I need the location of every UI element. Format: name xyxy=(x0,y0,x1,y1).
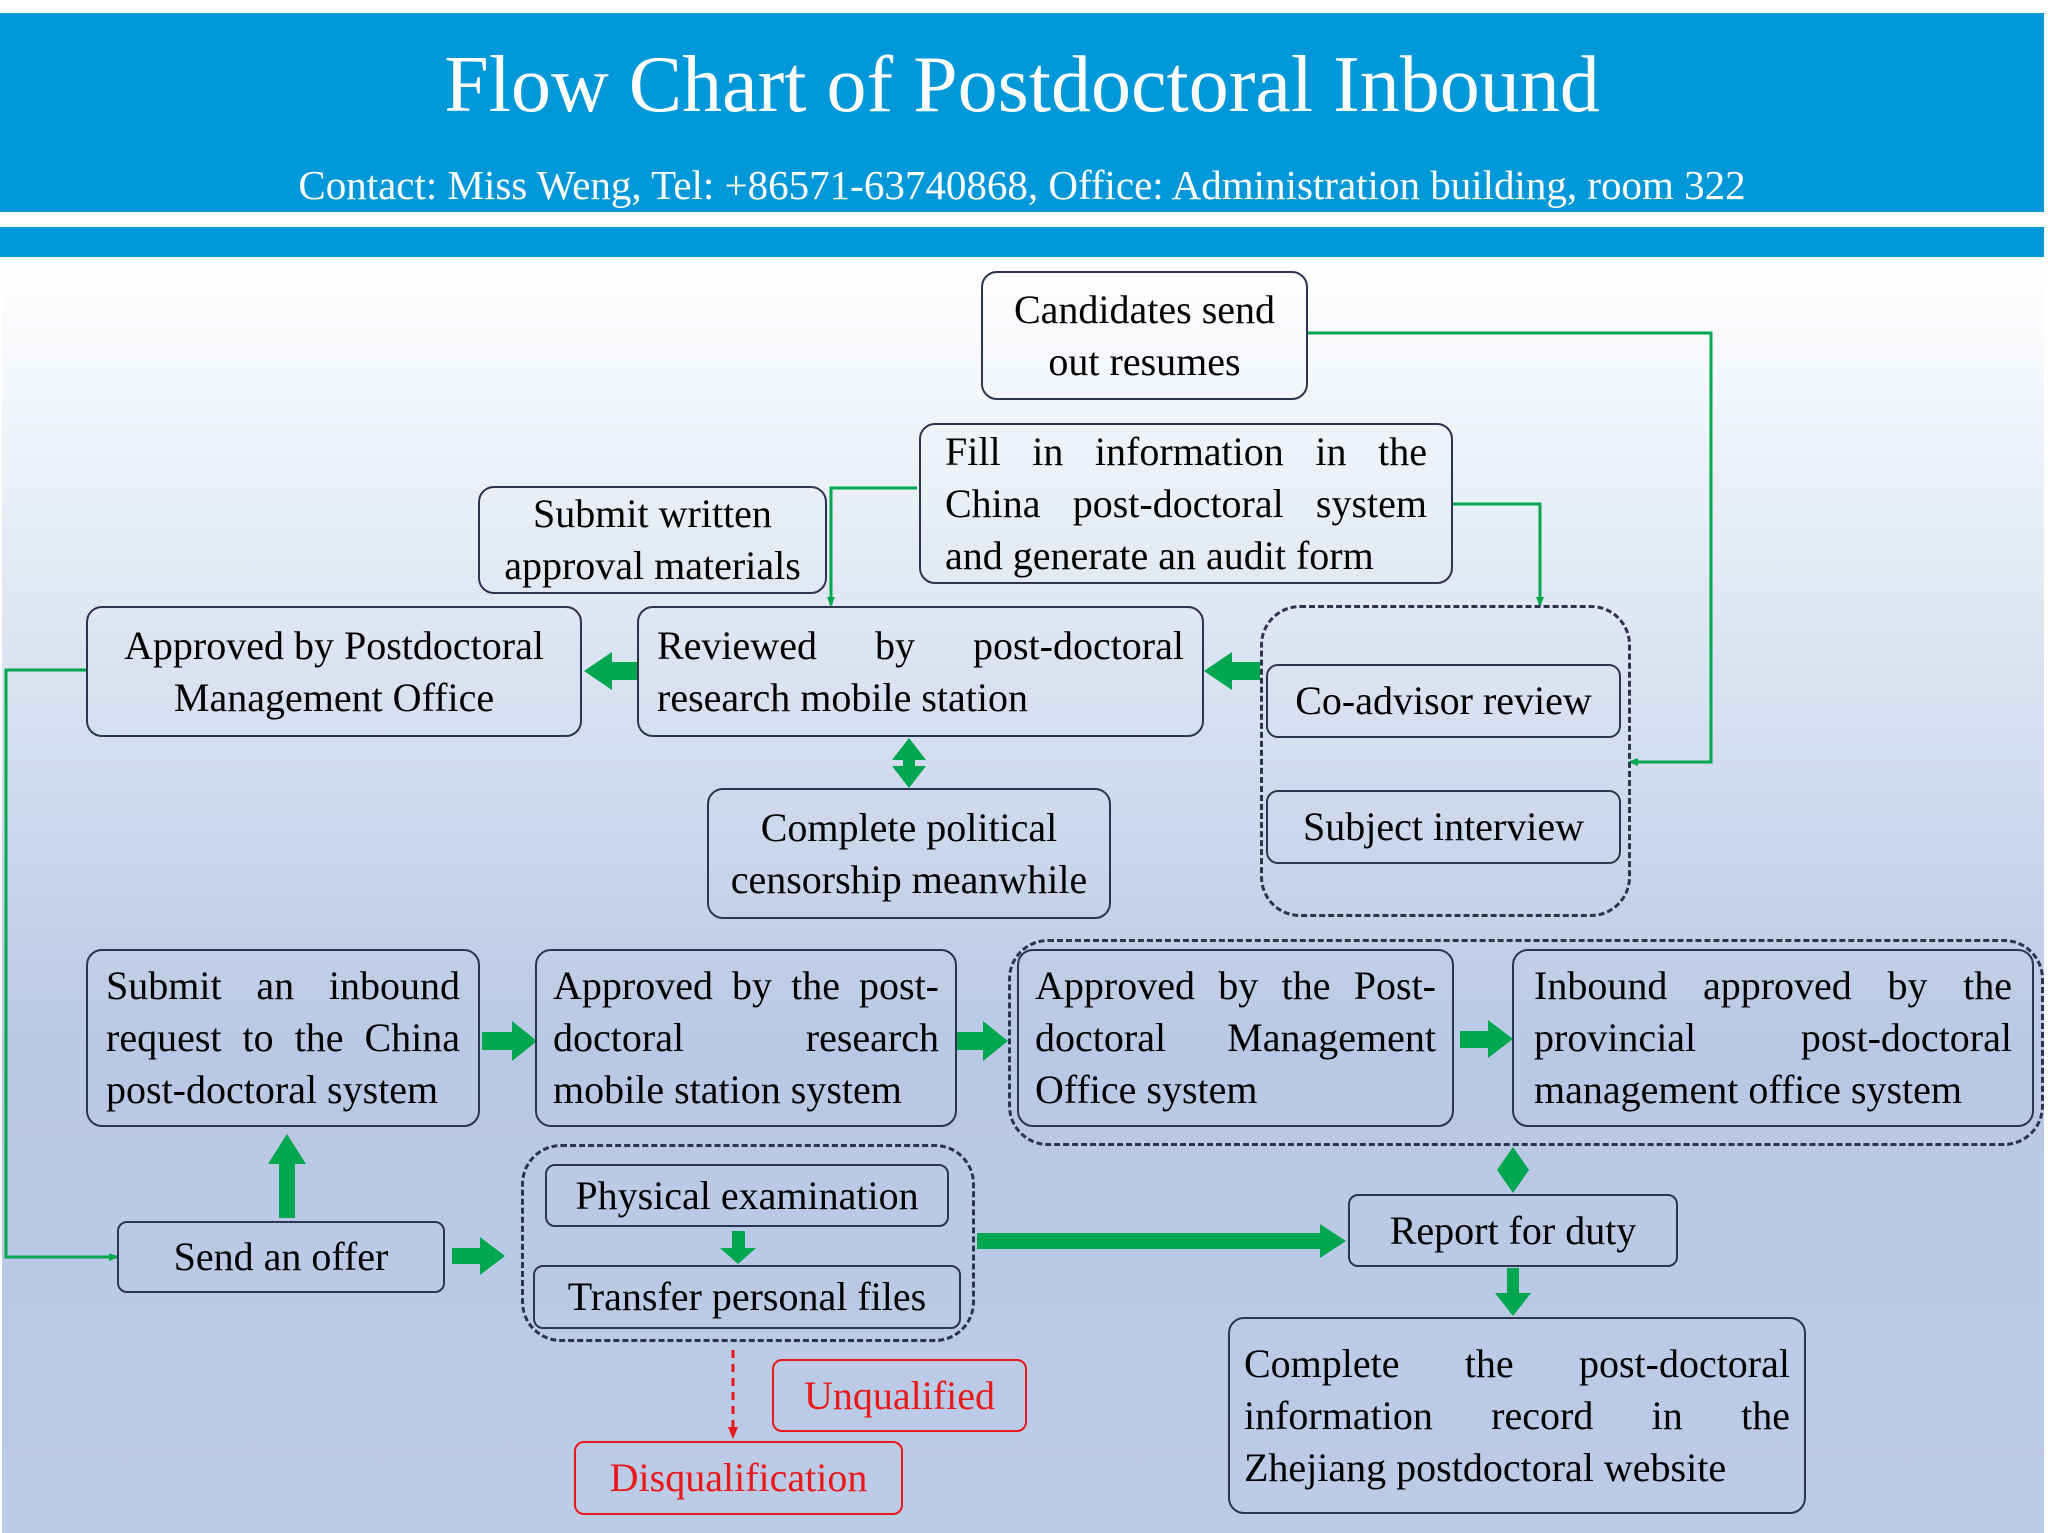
arrow-station-to-pmo-system xyxy=(955,1021,1008,1061)
node-transfer-personal-files: Transfer personal files xyxy=(533,1265,961,1329)
connector-resumes-to-group xyxy=(1308,331,1713,766)
node-approved-by-pmo: Approved by Postdoctoral Management Offi… xyxy=(86,606,582,737)
arrow-pmo-system-to-provincial xyxy=(1460,1020,1513,1058)
connector-fill-to-group xyxy=(1453,502,1544,607)
node-co-advisor-review: Co-advisor review xyxy=(1266,664,1621,738)
interview-group-frame xyxy=(1260,605,1631,917)
connector-pmo-to-offer xyxy=(4,668,119,1261)
node-reviewed-by-station: Reviewed by post-doctoral research mobil… xyxy=(637,606,1204,737)
node-subject-interview: Subject interview xyxy=(1266,790,1621,864)
node-report-for-duty: Report for duty xyxy=(1348,1194,1678,1267)
exam-transfer-group-frame xyxy=(521,1144,975,1342)
node-complete-info-record: Complete the post-doctoral information r… xyxy=(1228,1317,1806,1514)
node-submit-inbound-request: Submit an inbound request to the China p… xyxy=(86,949,480,1127)
outcome-disqualification: Disqualification xyxy=(574,1441,903,1515)
arrow-report-to-record xyxy=(1495,1268,1531,1316)
node-physical-examination: Physical examination xyxy=(545,1164,949,1227)
arrow-report-provincial-double xyxy=(1497,1147,1529,1193)
arrow-request-to-station xyxy=(482,1021,537,1061)
node-submit-written-approval: Submit written approval materials xyxy=(478,486,827,594)
arrow-group-to-review xyxy=(1204,652,1260,690)
page-title: Flow Chart of Postdoctoral Inbound xyxy=(444,41,1600,129)
arrow-review-to-pmo xyxy=(584,652,637,690)
node-complete-political-censorship: Complete political censorship meanwhile xyxy=(707,788,1111,919)
connector-fill-to-review xyxy=(827,486,917,607)
outcome-unqualified: Unqualified xyxy=(772,1359,1027,1432)
node-candidates-send-resumes: Candidates send out resumes xyxy=(981,271,1308,400)
header-banner: Flow Chart of Postdoctoral Inbound Conta… xyxy=(0,13,2044,212)
contact-info: Contact: Miss Weng, Tel: +86571-63740868… xyxy=(298,162,1746,208)
arrow-offer-to-exam xyxy=(452,1237,505,1275)
header-stripe xyxy=(0,227,2044,257)
arrow-offer-to-request xyxy=(268,1134,306,1218)
node-inbound-approved-provincial: Inbound approved by the provincial post-… xyxy=(1512,949,2034,1127)
arrow-group-to-report xyxy=(977,1224,1346,1258)
arrow-exam-to-transfer xyxy=(720,1231,756,1264)
node-send-an-offer: Send an offer xyxy=(117,1221,445,1293)
approval-systems-group-frame xyxy=(1008,939,2044,1146)
diagram-background xyxy=(2,260,2044,1533)
node-approved-by-pmo-system: Approved by the Post-doctoral Management… xyxy=(1017,949,1454,1127)
node-fill-in-information: Fill in information in the China post-do… xyxy=(919,423,1453,584)
node-approved-by-station-system: Approved by the post-doctoral research m… xyxy=(535,949,957,1127)
arrow-review-censorship-double xyxy=(892,738,926,788)
